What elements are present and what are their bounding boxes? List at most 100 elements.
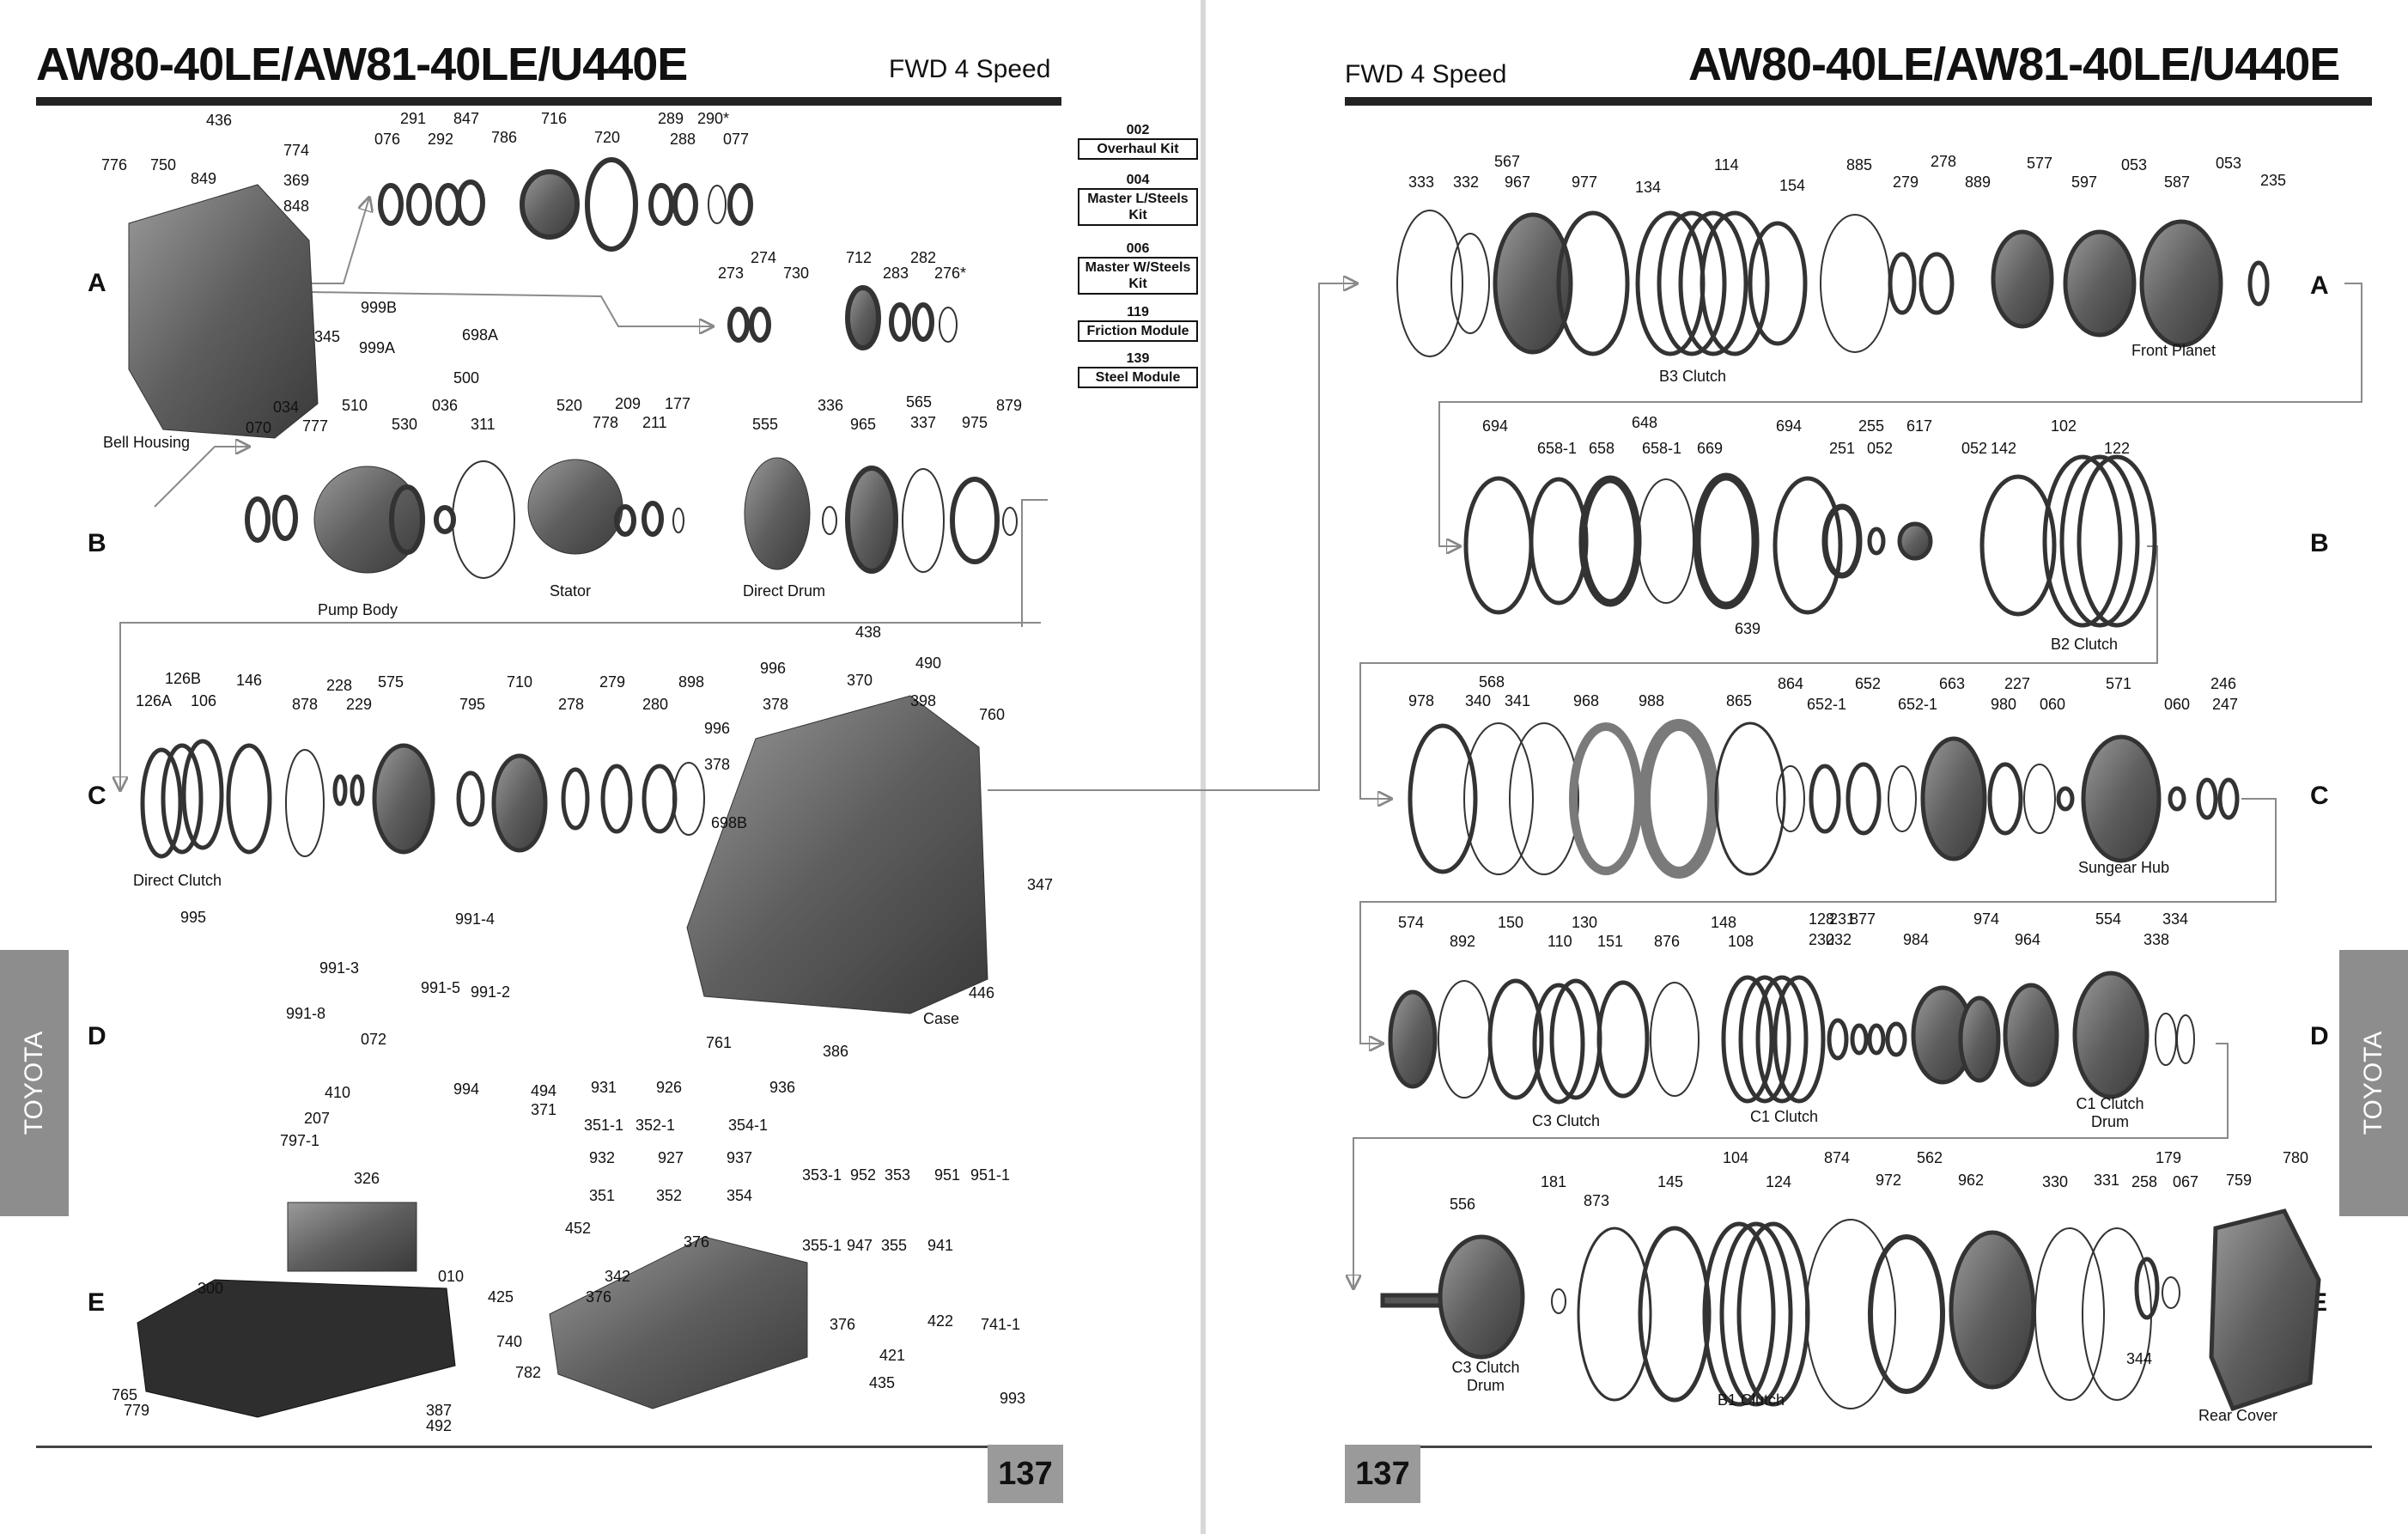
- left-part-label-a-5: 776: [101, 156, 128, 173]
- left-part-label-d-8: 207: [304, 1110, 331, 1127]
- caption-b3-clutch: B3 Clutch: [1659, 368, 1727, 385]
- left-part-label-b-1: 034: [273, 399, 300, 416]
- left-part-label-a-9: 292: [428, 131, 454, 148]
- left-part-label-e-11: 376: [586, 1288, 612, 1306]
- left-part-label-e-15: 952: [850, 1166, 877, 1184]
- right-part-label-b-5: 669: [1697, 440, 1724, 457]
- right-part-label-a-3: 967: [1505, 173, 1531, 191]
- left-part-label-e-7: 452: [565, 1220, 592, 1237]
- left-part-label-c-7: 575: [378, 673, 404, 691]
- left-part-label-d-17: 926: [656, 1079, 683, 1096]
- left-part-label-a-25: 999B: [361, 299, 398, 316]
- right-part-label-a-11: 889: [1965, 173, 1991, 191]
- left-part-label-a-19: 274: [751, 249, 777, 266]
- right-part-label-e-10: 330: [2042, 1173, 2069, 1190]
- right-part-label-c-9: 652: [1855, 675, 1882, 692]
- left-part-label-b-11: 177: [665, 395, 691, 412]
- left-part-label-c-21: 378: [704, 756, 731, 773]
- flow-arrows: [120, 198, 2362, 1288]
- left-page-number: 137: [988, 1445, 1063, 1503]
- right-part-label-c-3: 341: [1505, 692, 1531, 709]
- left-part-label-b-10: 211: [642, 414, 667, 431]
- left-part-label-a-0: 436: [206, 112, 233, 129]
- left-part-label-e-12: 740: [496, 1333, 523, 1350]
- right-part-label-c-2: 340: [1465, 692, 1492, 709]
- right-part-label-c-16: 060: [2164, 696, 2191, 713]
- right-part-label-c-1: 978: [1408, 692, 1435, 709]
- right-part-label-d-4: 130: [1572, 914, 1598, 931]
- left-part-label-c-18: 378: [763, 696, 789, 713]
- right-part-label-e-6: 874: [1824, 1149, 1851, 1166]
- left-part-label-b-12: 555: [752, 416, 779, 433]
- right-part-label-a-6: 114: [1714, 156, 1739, 173]
- left-part-label-c-20: 996: [704, 720, 731, 737]
- right-part-label-d-10: 230: [1809, 931, 1835, 948]
- right-part-label-c-15: 571: [2106, 675, 2132, 692]
- left-part-label-e-5: 387: [426, 1402, 453, 1419]
- right-part-label-a-1: 333: [1408, 173, 1435, 191]
- left-part-label-e-14: 353-1: [802, 1166, 842, 1184]
- left-part-label-c-3: 146: [236, 672, 263, 689]
- left-part-label-e-22: 941: [927, 1237, 954, 1254]
- book-gutter: [1201, 0, 1206, 1534]
- caption-front-planet: Front Planet: [2131, 342, 2216, 359]
- right-footer-rule: [1345, 1446, 2372, 1448]
- left-part-label-a-29: 500: [453, 369, 480, 387]
- left-page-subtitle: FWD 4 Speed: [889, 55, 1051, 83]
- caption-c1-clutch: C1 Clutch: [1750, 1108, 1819, 1125]
- right-part-label-a-16: 053: [2216, 155, 2242, 172]
- right-part-label-d-14: 984: [1903, 931, 1930, 948]
- left-part-label-c-14: 438: [855, 624, 882, 641]
- left-part-label-d-20: 352-1: [635, 1117, 676, 1134]
- right-part-label-e-0: 556: [1450, 1196, 1476, 1213]
- right-part-label-c-12: 227: [2004, 675, 2031, 692]
- right-part-label-d-9: 128: [1809, 910, 1835, 928]
- right-part-label-c-17: 246: [2210, 675, 2237, 692]
- left-part-label-e-28: 993: [1000, 1390, 1026, 1407]
- right-part-label-a-0: 567: [1494, 153, 1521, 170]
- direct-drum-part: [744, 457, 811, 570]
- caption-rear-cover: Rear Cover: [2198, 1407, 2278, 1424]
- right-part-label-a-17: 235: [2260, 172, 2287, 189]
- left-part-label-e-27: 435: [869, 1374, 896, 1391]
- left-part-label-b-8: 778: [593, 414, 619, 431]
- right-part-label-b-6: 694: [1776, 417, 1803, 435]
- right-part-label-e-14: 067: [2173, 1173, 2199, 1190]
- right-part-label-d-15: 974: [1973, 910, 2000, 928]
- right-page-title: AW80-40LE/AW81-40LE/U440E: [1688, 39, 2340, 90]
- right-part-label-e-8: 972: [1876, 1172, 1902, 1189]
- left-part-label-b-15: 965: [850, 416, 877, 433]
- left-part-label-d-24: 937: [727, 1149, 753, 1166]
- right-row-c-parts: [1408, 719, 2240, 879]
- left-part-label-a-16: 290*: [697, 110, 730, 127]
- left-part-label-e-25: 421: [879, 1347, 906, 1364]
- left-part-label-a-13: 720: [594, 129, 621, 146]
- right-part-label-d-5: 151: [1597, 933, 1624, 950]
- left-part-label-e-10: 425: [488, 1288, 514, 1306]
- left-part-label-d-21: 354-1: [728, 1117, 769, 1134]
- right-part-label-a-5: 134: [1635, 179, 1662, 196]
- right-part-label-a-9: 279: [1893, 173, 1919, 191]
- left-part-label-c-16: 370: [847, 672, 873, 689]
- right-part-label-b-10: 617: [1906, 417, 1933, 435]
- right-row-a-label: A: [2310, 271, 2329, 300]
- left-part-label-d-14: 494: [531, 1082, 557, 1099]
- right-part-label-c-0: 568: [1479, 673, 1505, 691]
- right-part-label-b-12: 142: [1991, 440, 2017, 457]
- right-part-label-a-13: 597: [2071, 173, 2098, 191]
- left-part-label-e-3: 765: [112, 1386, 138, 1403]
- left-part-label-e-19: 355-1: [802, 1237, 842, 1254]
- right-part-label-c-10: 652-1: [1898, 696, 1938, 713]
- left-part-label-e-24: 422: [927, 1312, 954, 1330]
- right-part-label-a-10: 278: [1931, 153, 1957, 170]
- right-part-label-b-9: 052: [1867, 440, 1894, 457]
- right-part-label-b-7: 251: [1829, 440, 1856, 457]
- left-part-label-a-20: 730: [783, 265, 810, 282]
- right-page-number: 137: [1345, 1445, 1420, 1503]
- case-part: [686, 695, 988, 1014]
- caption-c3-clutch: C3 Clutch: [1532, 1112, 1601, 1129]
